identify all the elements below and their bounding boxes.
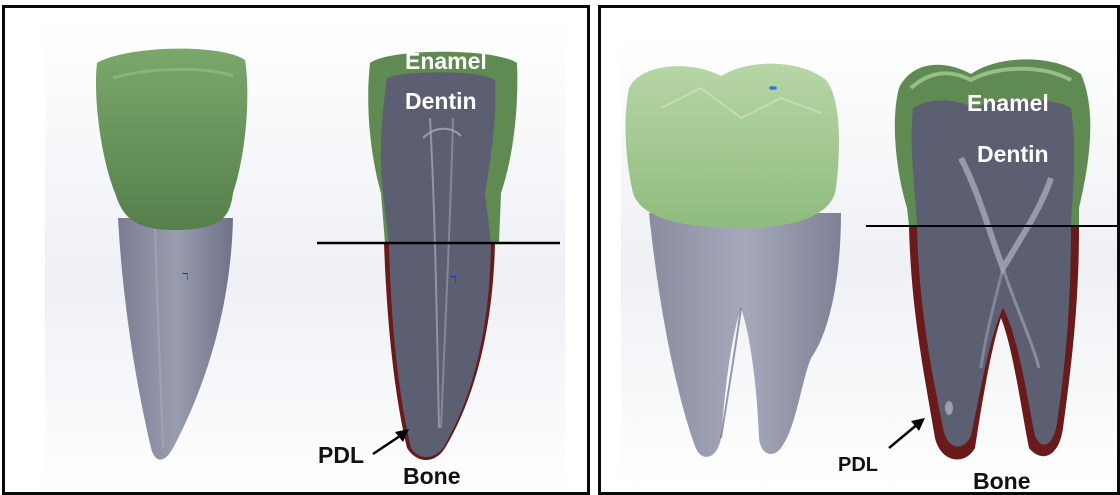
incisor-panel: ℸ ℸ Enamel Dentin PDL Bone: [2, 5, 590, 495]
incisor-figure: ℸ ℸ: [5, 8, 590, 495]
molar-panel: Enamel Dentin PDL Bone: [598, 5, 1120, 495]
molar-enamel-label: Enamel: [967, 90, 1049, 117]
molar-crown: [626, 64, 839, 228]
molar-bone-label: Bone: [973, 468, 1031, 495]
incisor-dentin-label: Dentin: [405, 88, 477, 115]
molar-dentin-label: Dentin: [977, 141, 1049, 168]
incisor-pdl-label: PDL: [318, 442, 364, 469]
molar-figure: [601, 8, 1120, 495]
incisor-enamel-label: Enamel: [405, 48, 487, 75]
incisor-bone-label: Bone: [403, 463, 461, 490]
molar-pdl-label: PDL: [838, 454, 878, 477]
svg-text:ℸ: ℸ: [182, 272, 188, 283]
svg-text:ℸ: ℸ: [450, 275, 456, 286]
